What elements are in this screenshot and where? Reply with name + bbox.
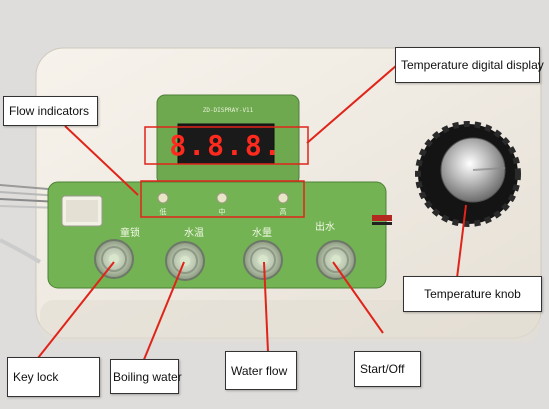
indicator-led-high	[277, 192, 289, 204]
callout-water-flow-text: Water flow	[231, 363, 288, 378]
display-digits: 8.8.8.	[169, 129, 282, 162]
indicator-label-high: 高	[280, 207, 287, 216]
indicator-label-mid: 中	[219, 207, 226, 216]
callout-water-flow: Water flow	[225, 351, 297, 390]
leader-line-knob	[456, 204, 467, 279]
callout-temperature-display-text: Temperature digital display	[401, 58, 544, 72]
callout-key-lock-text: Key lock	[13, 370, 59, 384]
callout-boiling-water: Boiling water	[110, 359, 182, 394]
leader-line-water-flow	[263, 261, 269, 353]
leader-line-boiling	[142, 261, 185, 363]
indicator-led-mid	[216, 192, 228, 204]
leader-line-display	[306, 64, 398, 144]
button-label-key-lock: 童锁	[120, 226, 140, 239]
annotation-boxes	[140, 126, 309, 218]
button-label-water-temp: 水温	[184, 227, 204, 239]
leader-line-key-lock	[37, 261, 115, 359]
callout-flow-indicators-text: Flow indicators	[9, 104, 90, 118]
callout-start-off-text: Start/Off	[360, 362, 405, 376]
flow-indicator-leds: 低 中 高	[157, 192, 289, 216]
display-highlight-box	[144, 126, 309, 165]
indicator-led-low	[157, 192, 169, 204]
callout-temperature-display: Temperature digital display	[395, 47, 544, 83]
callout-key-lock: Key lock	[7, 357, 100, 397]
callout-start-off: Start/Off	[354, 351, 421, 387]
boiling-water-button[interactable]	[165, 241, 205, 281]
water-flow-button[interactable]	[243, 240, 283, 280]
indicator-label-low: 低	[160, 207, 167, 216]
annotation-lines	[37, 64, 467, 363]
key-lock-button[interactable]	[94, 239, 134, 279]
callout-flow-indicators: Flow indicators	[3, 96, 98, 126]
callout-boiling-water-text: Boiling water	[113, 369, 182, 384]
callout-temperature-knob-text: Temperature knob	[424, 287, 521, 301]
temperature-knob[interactable]	[415, 121, 521, 227]
temperature-display: 8.8.8.	[169, 123, 282, 165]
button-label-outlet: 出水	[315, 220, 335, 233]
leader-line-indicators	[64, 125, 139, 196]
leader-line-start-off	[332, 261, 384, 334]
callout-temperature-knob: Temperature knob	[403, 276, 542, 312]
indicators-highlight-box	[140, 180, 305, 218]
button-label-water-volume: 水量	[252, 227, 272, 239]
silkscreen-text: ZD-DISPRAY-V11	[203, 107, 254, 114]
start-off-button[interactable]	[316, 240, 356, 280]
